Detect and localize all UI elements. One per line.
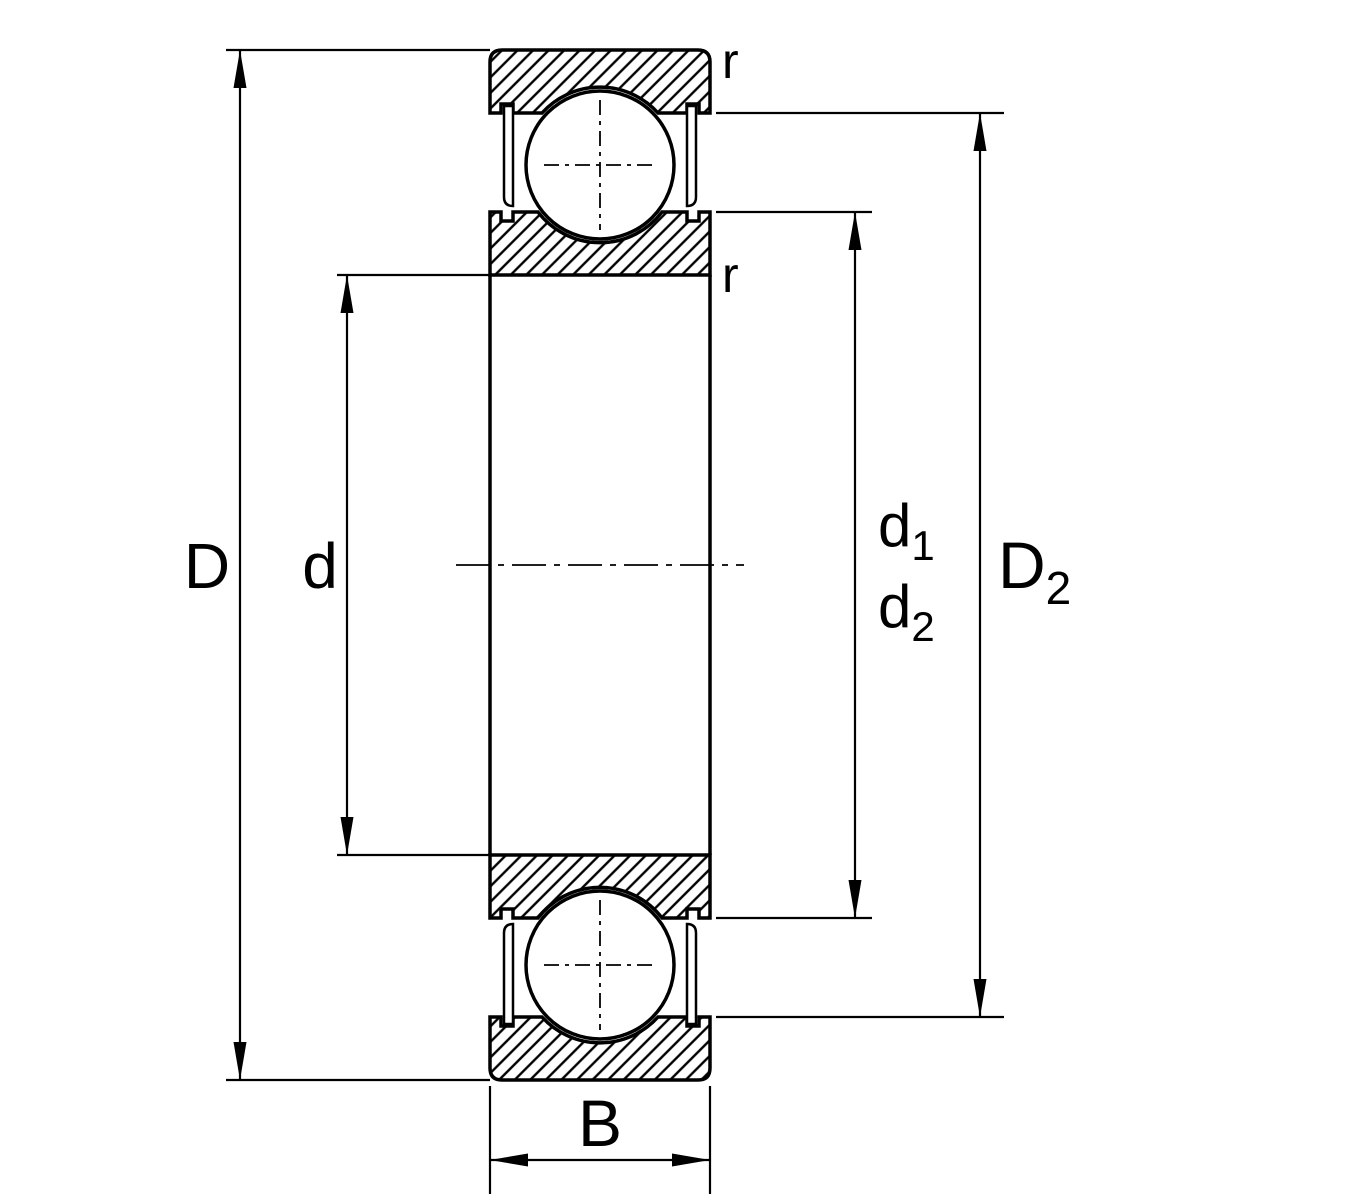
outer-ring-bottom-section [488,1015,712,1082]
dimension-d: d [302,273,490,857]
bearing-cross-section [456,48,744,1082]
bearing-bottom-half-section [488,853,712,1082]
arrowhead-D-bottom [233,1042,247,1080]
label-D2: D2 [998,528,1071,614]
dimension-d1-d2: d1 d2 [716,210,935,920]
shield-right-top [685,104,698,208]
bearing-top-half-section [488,48,712,277]
label-width-B: B [578,1086,622,1160]
arrowhead-D2-top [973,113,987,151]
arrowhead-D2-bottom [973,979,987,1017]
arrowhead-B-right [672,1153,710,1167]
shield-left-bottom [502,922,515,1026]
label-outer-diameter-D: D [184,530,230,602]
arrowhead-D-top [233,50,247,88]
label-bore-diameter-d: d [302,530,338,602]
arrowhead-d-top [340,275,354,313]
label-r-inner-corner: r [722,247,739,303]
dimension-B: B [488,1086,712,1194]
dimension-D2: D2 [716,111,1071,1019]
label-r-outer-corner: r [722,33,739,89]
label-d2: d2 [878,573,935,650]
chamfer-radius-labels: r r [722,33,739,303]
arrowhead-d1d2-top [848,212,862,250]
inner-ring-bottom-section [488,853,712,920]
arrowhead-d-bottom [340,817,354,855]
arrowhead-B-left [490,1153,528,1167]
outer-ring-top-section [488,48,712,115]
shield-left-top [502,104,515,208]
label-d1: d1 [878,492,935,569]
inner-ring-top-section [488,210,712,277]
dimension-D: D [184,48,490,1082]
arrowhead-d1d2-bottom [848,880,862,918]
shield-right-bottom [685,922,698,1026]
